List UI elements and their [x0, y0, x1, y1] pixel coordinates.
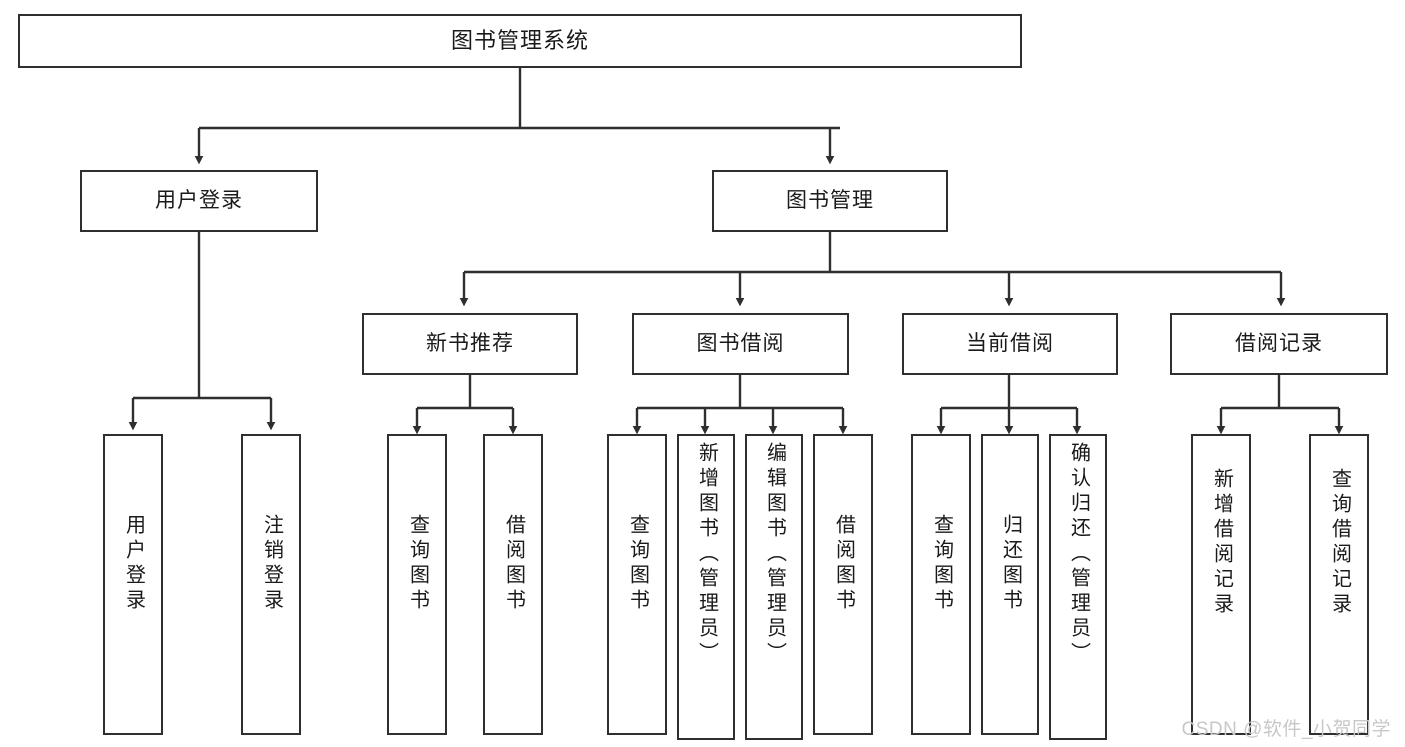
node-leaf-borrow-book-2[interactable]: 借阅图书: [813, 434, 873, 735]
node-leaf-borrow-book-2-label: 借阅图书: [832, 514, 855, 614]
node-leaf-logout[interactable]: 注销登录: [241, 434, 301, 735]
node-book-mgmt[interactable]: 图书管理: [712, 170, 948, 232]
node-leaf-add-record[interactable]: 新增借阅记录: [1191, 434, 1251, 735]
node-leaf-add-record-label: 新增借阅记录: [1210, 468, 1233, 618]
node-book-borrow[interactable]: 图书借阅: [632, 313, 849, 375]
node-leaf-return-book[interactable]: 归还图书: [981, 434, 1039, 735]
node-leaf-user-login[interactable]: 用户登录: [103, 434, 163, 735]
node-user-login-label: 用户登录: [155, 189, 243, 213]
node-leaf-edit-book-label: 编辑图书（管理员）: [763, 442, 786, 667]
node-leaf-query-record-label: 查询借阅记录: [1328, 468, 1351, 618]
node-leaf-borrow-book-1-label: 借阅图书: [502, 514, 525, 614]
node-leaf-query-book-1-label: 查询图书: [406, 514, 429, 614]
watermark: CSDN @软件_小贺同学: [1181, 719, 1391, 740]
node-leaf-query-book-3-label: 查询图书: [930, 514, 953, 614]
node-leaf-query-book-2-label: 查询图书: [626, 514, 649, 614]
node-leaf-query-book-1[interactable]: 查询图书: [387, 434, 447, 735]
node-current-borrow-label: 当前借阅: [966, 332, 1054, 356]
node-new-book-rec[interactable]: 新书推荐: [362, 313, 578, 375]
node-leaf-edit-book[interactable]: 编辑图书（管理员）: [745, 434, 803, 740]
node-leaf-borrow-book-1[interactable]: 借阅图书: [483, 434, 543, 735]
node-book-borrow-label: 图书借阅: [696, 332, 785, 356]
node-leaf-query-record[interactable]: 查询借阅记录: [1309, 434, 1369, 735]
node-root-label: 图书管理系统: [450, 27, 589, 53]
node-user-login[interactable]: 用户登录: [80, 170, 318, 232]
node-current-borrow[interactable]: 当前借阅: [902, 313, 1118, 375]
node-borrow-record-label: 借阅记录: [1235, 332, 1323, 356]
node-leaf-add-book-label: 新增图书（管理员）: [695, 442, 718, 667]
node-leaf-return-book-label: 归还图书: [999, 514, 1022, 614]
node-borrow-record[interactable]: 借阅记录: [1170, 313, 1388, 375]
node-leaf-query-book-2[interactable]: 查询图书: [607, 434, 667, 735]
node-leaf-user-login-label: 用户登录: [122, 514, 145, 614]
node-book-mgmt-label: 图书管理: [786, 189, 874, 213]
node-leaf-logout-label: 注销登录: [260, 514, 283, 614]
node-leaf-query-book-3[interactable]: 查询图书: [911, 434, 971, 735]
node-root[interactable]: 图书管理系统: [18, 14, 1022, 68]
node-new-book-rec-label: 新书推荐: [426, 332, 514, 356]
node-leaf-confirm-return-label: 确认归还（管理员）: [1067, 442, 1090, 667]
node-leaf-add-book[interactable]: 新增图书（管理员）: [677, 434, 735, 740]
node-leaf-confirm-return[interactable]: 确认归还（管理员）: [1049, 434, 1107, 740]
